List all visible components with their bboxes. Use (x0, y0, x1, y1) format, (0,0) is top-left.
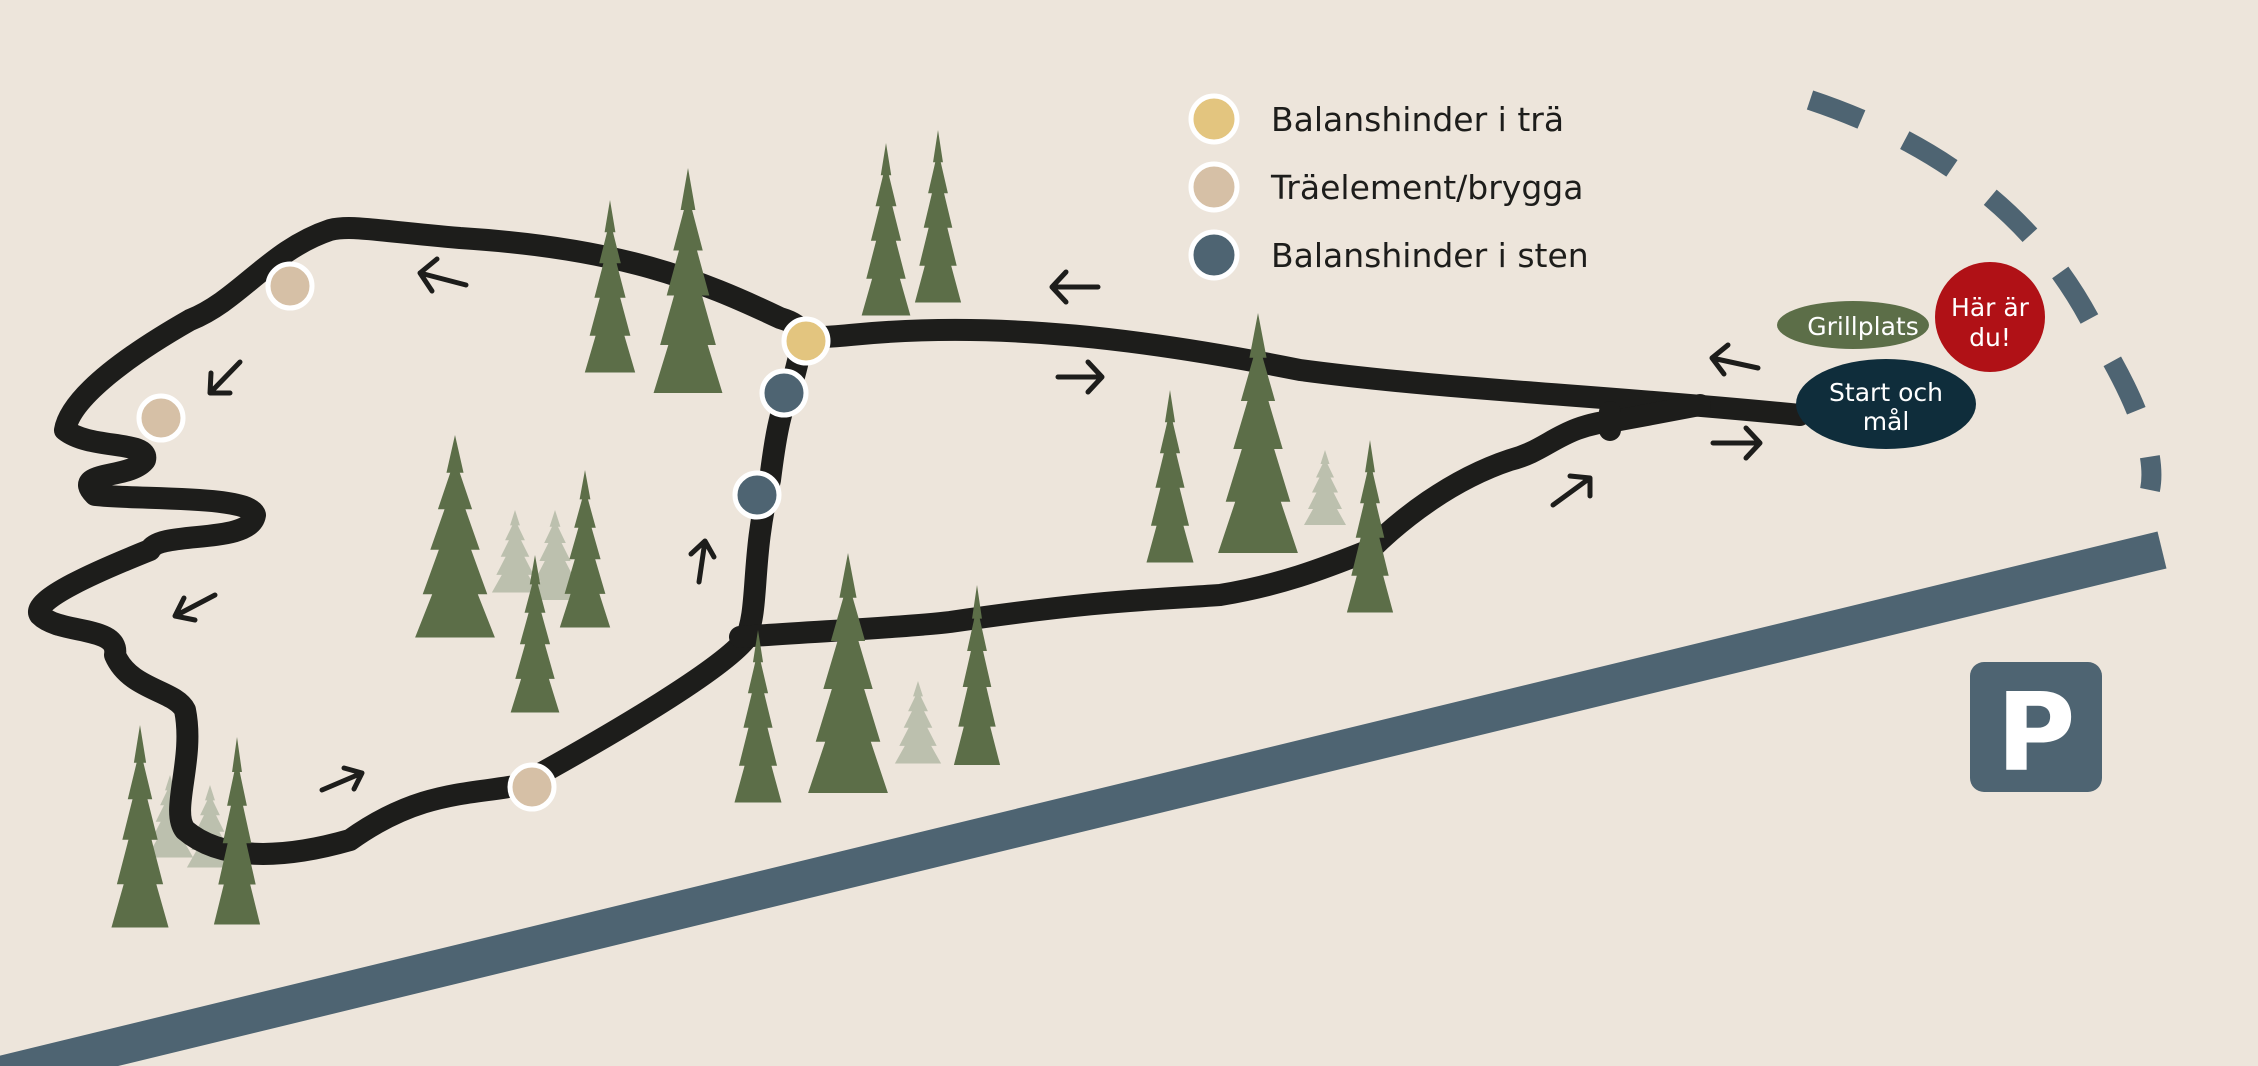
you-are-here-badge: Här är du! (1935, 262, 2045, 372)
arrow-down-left-icon (207, 359, 243, 396)
parking-sign: P (1970, 662, 2102, 796)
arrow-right-icon (1055, 359, 1105, 395)
marker-wood-balance (781, 316, 831, 366)
arrow-left-icon (417, 256, 469, 294)
road (0, 531, 2167, 1066)
arrow-left-icon (1049, 269, 1101, 305)
you-are-here-line2: du! (1969, 323, 2011, 352)
legend-label: Balanshinder i trä (1271, 100, 1564, 139)
marker-stone-balance (759, 368, 809, 418)
start-line2: mål (1863, 407, 1910, 436)
legend-label: Balanshinder i sten (1271, 236, 1589, 275)
legend-label: Träelement/brygga (1270, 168, 1583, 207)
legend-swatch-wood-element (1188, 161, 1240, 213)
dashed-path (1806, 90, 2162, 492)
legend-item: Balanshinder i trä (1188, 93, 1564, 145)
legend-item: Träelement/brygga (1188, 161, 1583, 213)
arrow-up-right-icon (1550, 473, 1593, 508)
arrow-up-icon (688, 538, 717, 585)
grill-badge: Grillplats (1777, 301, 1929, 349)
grill-label: Grillplats (1807, 312, 1918, 341)
legend-item: Balanshinder i sten (1188, 229, 1589, 281)
marker-wood-element (507, 762, 557, 812)
obstacle-markers (136, 261, 831, 812)
legend-swatch-wood-balance (1188, 93, 1240, 145)
arrow-down-left-icon (172, 592, 218, 623)
parking-label: P (1996, 671, 2075, 796)
start-line1: Start och (1829, 378, 1943, 407)
legend-swatch-stone-balance (1188, 229, 1240, 281)
arrow-left-icon (1709, 342, 1761, 377)
marker-stone-balance (732, 470, 782, 520)
legend: Balanshinder i trä Träelement/brygga Bal… (1188, 93, 1589, 281)
start-finish-badge: Start och mål (1796, 359, 1976, 449)
you-are-here-line1: Här är (1951, 293, 2030, 322)
arrow-up-right-icon (319, 765, 365, 793)
arrow-right-icon (1710, 425, 1763, 461)
marker-wood-element (136, 393, 186, 443)
marker-wood-element (265, 261, 315, 311)
direction-arrows (172, 256, 1763, 793)
